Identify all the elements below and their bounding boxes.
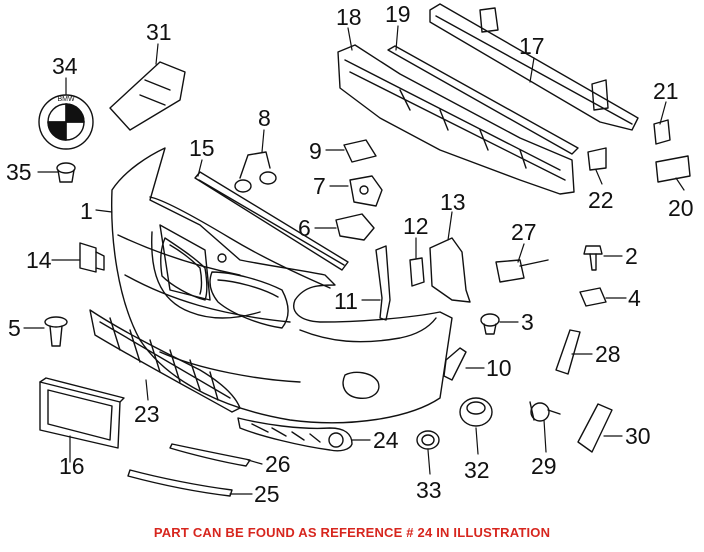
part-21-clip [653, 119, 671, 145]
callout-25: 25 [254, 481, 280, 507]
part-8-bracket [234, 151, 277, 193]
part-16-license-bracket [39, 377, 125, 449]
callout-29: 29 [531, 453, 557, 479]
part-22-bracket [587, 147, 607, 171]
part-13-support [429, 237, 471, 303]
part-18-absorber [337, 44, 575, 195]
callout-8: 8 [258, 105, 271, 131]
callout-3: 3 [521, 309, 534, 335]
part-30-bracket [577, 403, 613, 453]
part-2-bolt [583, 245, 603, 271]
reference-note: PART CAN BE FOUND AS REFERENCE # 24 IN I… [153, 525, 551, 540]
part-12-bracket [409, 257, 425, 287]
part-6-clip [335, 213, 375, 241]
callout-31: 31 [146, 19, 172, 45]
callout-22: 22 [588, 187, 614, 213]
callout-20: 20 [668, 195, 694, 221]
part-1-bumper-cover [111, 147, 453, 424]
callout-19: 19 [385, 1, 411, 27]
part-10-cap [443, 347, 467, 381]
part-24-air-inlet [237, 417, 353, 452]
callout-23: 23 [134, 401, 160, 427]
part-19-strip [387, 45, 579, 155]
part-29-sensor [529, 401, 561, 422]
part-26-strip [169, 443, 251, 467]
part-34-emblem [38, 94, 94, 150]
part-28-strip [555, 329, 581, 375]
part-5-rivet [44, 316, 68, 347]
part-25-strip [127, 469, 233, 497]
callout-5: 5 [8, 315, 21, 341]
callout-14: 14 [26, 247, 52, 273]
callout-6: 6 [298, 215, 311, 241]
callout-10: 10 [486, 355, 512, 381]
callout-4: 4 [628, 285, 641, 311]
callout-16: 16 [59, 453, 85, 479]
callout-1: 1 [80, 198, 93, 224]
callout-9: 9 [309, 138, 322, 164]
part-33-ring [416, 430, 440, 450]
part-7-holder [349, 175, 383, 207]
emblem-text: BMW [57, 96, 75, 103]
callout-33: 33 [416, 477, 442, 503]
callout-numbers: 1 2 3 4 5 6 7 8 9 10 11 12 13 14 15 16 1… [6, 1, 694, 507]
callout-34: 34 [52, 53, 78, 79]
callout-2: 2 [625, 243, 638, 269]
callout-18: 18 [336, 4, 362, 30]
part-32-sensor [459, 397, 493, 427]
leader-lines [23, 25, 685, 495]
part-9-cap [343, 139, 377, 163]
callout-17: 17 [519, 33, 545, 59]
callout-35: 35 [6, 159, 32, 185]
callout-21: 21 [653, 78, 679, 104]
part-4-clip-nut [579, 287, 607, 307]
part-20-block [655, 155, 691, 183]
part-23-lower-grille [89, 309, 241, 413]
callout-11: 11 [334, 288, 358, 314]
part-14-clip [79, 242, 105, 273]
part-27-sensor [495, 259, 549, 283]
part-grille [160, 237, 289, 329]
callout-28: 28 [595, 341, 621, 367]
callout-26: 26 [265, 451, 291, 477]
part-11-support [375, 245, 391, 321]
part-17-impact-bar [429, 3, 639, 131]
callout-13: 13 [440, 189, 466, 215]
callout-32: 32 [464, 457, 490, 483]
callout-24: 24 [373, 427, 399, 453]
callout-27: 27 [511, 219, 537, 245]
part-35-grommet [56, 162, 76, 183]
callout-30: 30 [625, 423, 651, 449]
callout-12: 12 [403, 213, 429, 239]
callout-7: 7 [313, 173, 326, 199]
part-31-bracket [109, 61, 186, 131]
part-3-grommet [480, 313, 500, 335]
callout-15: 15 [189, 135, 215, 161]
